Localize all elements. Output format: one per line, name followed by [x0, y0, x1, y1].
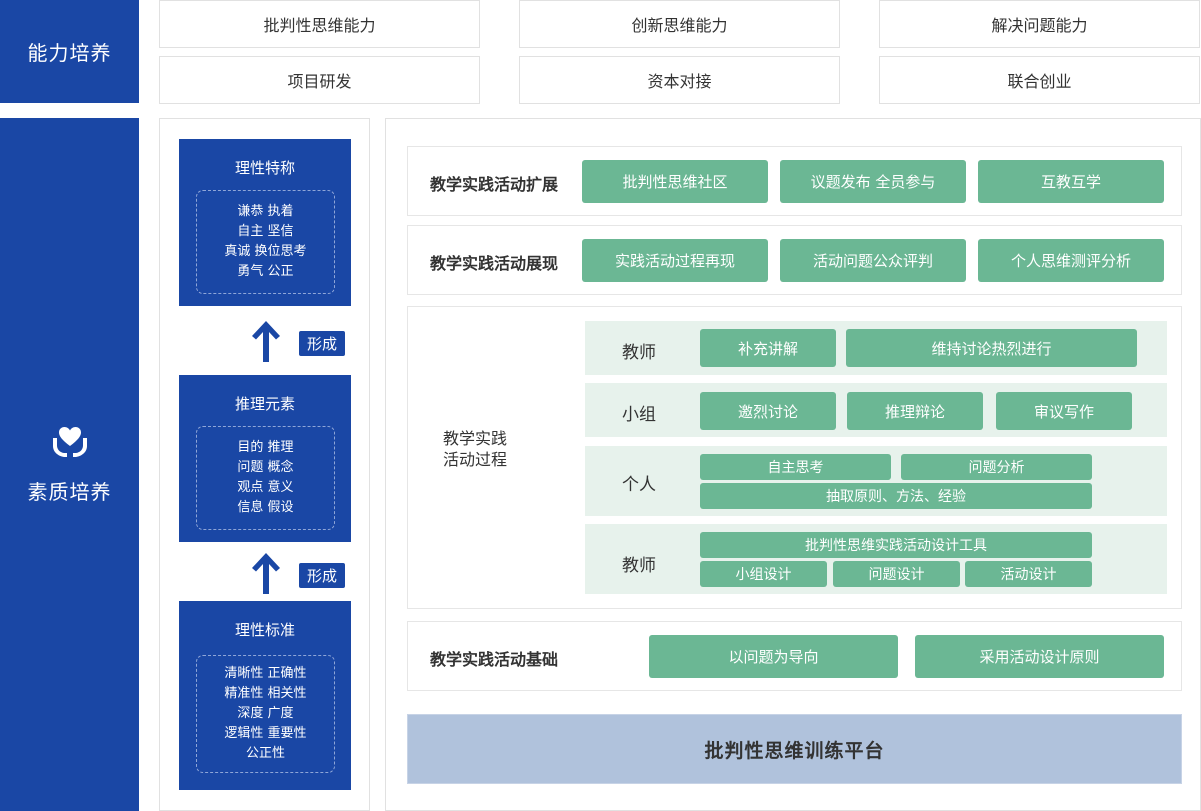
- up-arrow-icon: [252, 321, 280, 362]
- base-button: 采用活动设计原则: [915, 635, 1164, 678]
- trait-box-title: 理性标准: [234, 621, 295, 639]
- expand-button: 互教互学: [978, 160, 1164, 203]
- teacher-action: 维持讨论热烈进行: [846, 329, 1137, 367]
- trait-line: 信息 假设: [237, 500, 294, 515]
- design-tool: 批判性思维实践活动设计工具: [700, 532, 1092, 558]
- person-action: 自主思考: [700, 454, 891, 480]
- show-button: 活动问题公众评判: [780, 239, 966, 282]
- ability-item: 资本对接: [519, 56, 840, 104]
- role-label: 教师: [622, 556, 656, 576]
- trait-box-content: 谦恭 执着 自主 坚信 真诚 换位思考 勇气 公正: [196, 190, 335, 294]
- group-action: 推理辩论: [847, 392, 983, 430]
- quality-sidebar: 素质培养: [0, 118, 139, 811]
- teacher-action: 补充讲解: [700, 329, 836, 367]
- form-tag: 形成: [299, 331, 345, 356]
- trait-line: 清晰性 正确性: [224, 666, 307, 681]
- trait-line: 自主 坚信: [237, 224, 294, 239]
- platform-banner: 批判性思维训练平台: [407, 714, 1182, 784]
- role-label: 小组: [622, 405, 656, 425]
- trait-box-title: 理性特称: [234, 159, 295, 177]
- role-label: 个人: [622, 475, 656, 495]
- trait-box-content: 清晰性 正确性 精准性 相关性 深度 广度 逻辑性 重要性 公正性: [196, 655, 335, 773]
- trait-line: 目的 推理: [237, 440, 294, 455]
- group-action: 邀烈讨论: [700, 392, 836, 430]
- show-button: 实践活动过程再现: [582, 239, 768, 282]
- ability-item: 解决问题能力: [879, 0, 1200, 48]
- base-button: 以问题为导向: [649, 635, 898, 678]
- row-expand-label: 教学实践活动扩展: [430, 175, 559, 194]
- trait-line: 勇气 公正: [237, 264, 294, 279]
- trait-box-rational-traits: 理性特称 谦恭 执着 自主 坚信 真诚 换位思考 勇气 公正: [179, 139, 351, 306]
- row-process-label: 教学实践 活动过程: [443, 428, 507, 470]
- ability-item: 批判性思维能力: [159, 0, 480, 48]
- trait-line: 逻辑性 重要性: [224, 726, 307, 741]
- group-action: 审议写作: [996, 392, 1132, 430]
- hands-heart-icon: [52, 427, 87, 457]
- trait-line: 问题 概念: [237, 460, 294, 475]
- quality-label: 素质培养: [27, 480, 112, 504]
- row-base-label: 教学实践活动基础: [430, 650, 559, 669]
- trait-box-rational-standards: 理性标准 清晰性 正确性 精准性 相关性 深度 广度 逻辑性 重要性 公正性: [179, 601, 351, 790]
- expand-button: 批判性思维社区: [582, 160, 768, 203]
- trait-box-reasoning-elements: 推理元素 目的 推理 问题 概念 观点 意义 信息 假设: [179, 375, 351, 542]
- trait-line: 精准性 相关性: [224, 686, 307, 701]
- ability-item: 联合创业: [879, 56, 1200, 104]
- up-arrow-icon: [252, 553, 280, 594]
- expand-button: 议题发布 全员参与: [780, 160, 966, 203]
- ability-item: 创新思维能力: [519, 0, 840, 48]
- trait-line: 谦恭 执着: [237, 204, 294, 219]
- trait-line: 真诚 换位思考: [224, 244, 307, 259]
- design-item: 小组设计: [700, 561, 827, 587]
- show-button: 个人思维测评分析: [978, 239, 1164, 282]
- trait-line: 公正性: [245, 746, 285, 761]
- form-tag: 形成: [299, 563, 345, 588]
- ability-item: 项目研发: [159, 56, 480, 104]
- row-show-label: 教学实践活动展现: [430, 254, 559, 273]
- person-action: 抽取原则、方法、经验: [700, 483, 1092, 509]
- person-action: 问题分析: [901, 454, 1092, 480]
- trait-line: 深度 广度: [237, 706, 294, 721]
- design-item: 活动设计: [965, 561, 1092, 587]
- process-label-line: 活动过程: [443, 450, 508, 469]
- design-item: 问题设计: [833, 561, 960, 587]
- ability-sidebar: 能力培养: [0, 0, 139, 103]
- ability-label: 能力培养: [27, 41, 112, 65]
- trait-box-title: 推理元素: [234, 395, 295, 413]
- trait-line: 观点 意义: [237, 480, 294, 495]
- role-label: 教师: [622, 343, 656, 363]
- trait-box-content: 目的 推理 问题 概念 观点 意义 信息 假设: [196, 426, 335, 530]
- process-label-line: 教学实践: [443, 429, 508, 448]
